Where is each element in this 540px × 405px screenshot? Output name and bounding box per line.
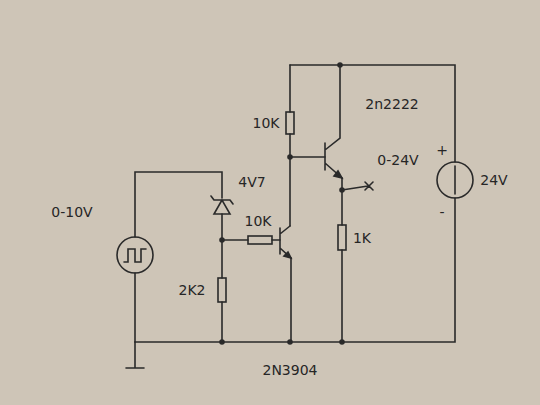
junction [340, 340, 344, 344]
resistor-symbol [248, 236, 272, 244]
wire [290, 65, 291, 342]
wire [341, 178, 343, 342]
output-wire [342, 182, 373, 190]
zener-value: 4V7 [238, 175, 265, 189]
junction [338, 63, 342, 67]
polarity-mark: - [439, 205, 444, 219]
junction [220, 340, 224, 344]
emitter-arrow [334, 171, 342, 178]
bottom-rail [135, 198, 455, 342]
resistor-symbol [338, 225, 346, 250]
source-voltage: 0-10V [51, 205, 92, 219]
supply-voltage: 24V [480, 173, 507, 187]
wire [290, 156, 325, 158]
voltage-source [437, 162, 473, 198]
junction [288, 340, 292, 344]
zener-diode [211, 196, 233, 214]
wire [134, 273, 136, 342]
pulse-symbol [124, 249, 146, 262]
resistor-symbol [286, 112, 294, 134]
polarity-mark: + [436, 143, 448, 157]
signal-source [117, 237, 153, 273]
resistor-value: 10K [253, 116, 280, 130]
ground-symbol [126, 342, 144, 368]
output-range: 0-24V [377, 153, 418, 167]
transistor-name: 2N3904 [262, 363, 317, 377]
resistor-value: 2K2 [179, 283, 206, 297]
emitter-arrow [284, 252, 291, 258]
wire [135, 172, 222, 237]
resistor-symbol [218, 278, 226, 302]
transistor-symbol [280, 226, 291, 258]
resistor-value: 10K [245, 214, 272, 228]
resistor-value: 1K [353, 231, 371, 245]
transistor-symbol [325, 65, 342, 178]
top-rail [290, 65, 455, 162]
transistor-name: 2n2222 [365, 97, 418, 111]
source-symbol [454, 166, 456, 194]
